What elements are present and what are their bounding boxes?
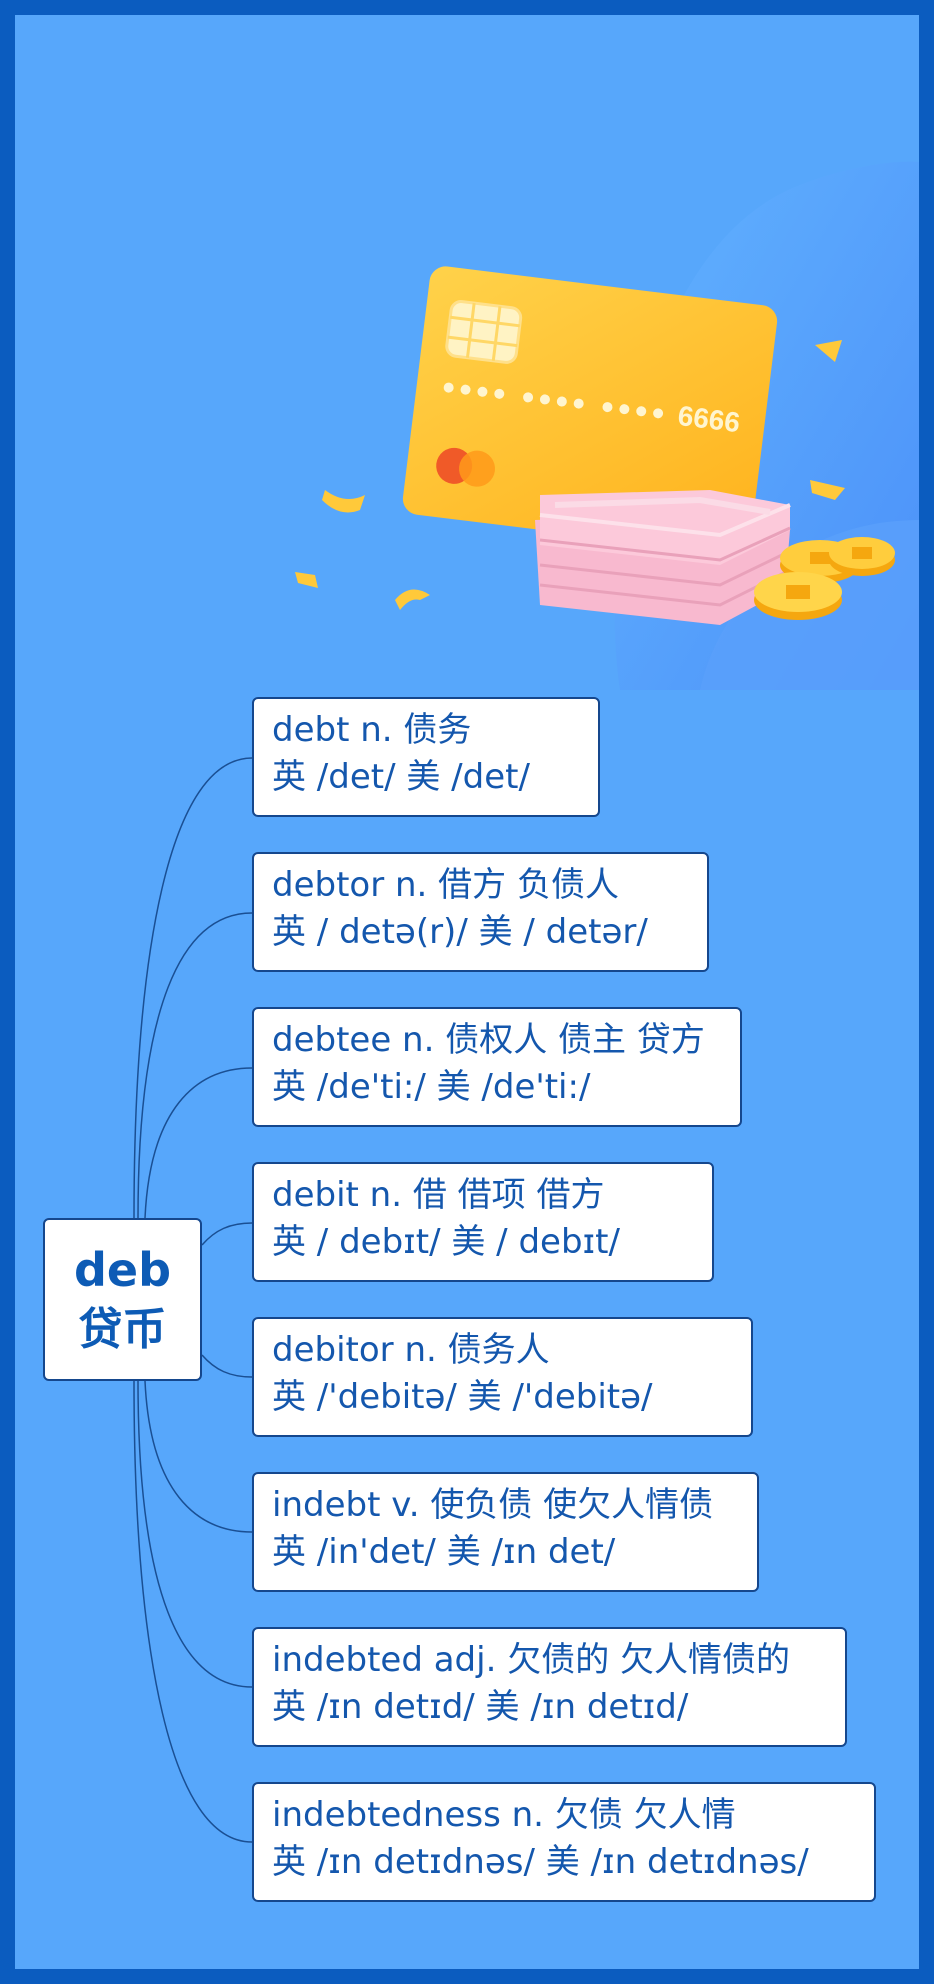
connector-line <box>144 1380 253 1533</box>
card-number-suffix: 6666 <box>676 400 742 438</box>
card-chip-icon <box>445 300 523 364</box>
node-pronunciation: 英 /ɪn detɪdnəs/ 美 /ɪn detɪdnəs/ <box>272 1842 809 1882</box>
word-node-debtee[interactable]: debtee n. 债权人 债主 贷方 英 /de'ti:/ 美 /de'ti:… <box>252 1007 742 1127</box>
word-node-debt[interactable]: debt n. 债务 英 /det/ 美 /det/ <box>252 697 600 817</box>
node-headline: indebt v. 使负债 使欠人情债 <box>272 1485 714 1525</box>
word-node-debtor[interactable]: debtor n. 借方 负债人 英 / detə(r)/ 美 / detər/ <box>252 852 709 972</box>
node-headline: debitor n. 债务人 <box>272 1330 550 1370</box>
hero-illustration: 6666 <box>295 161 919 690</box>
cash-stack-icon <box>535 490 791 625</box>
word-node-indebt[interactable]: indebt v. 使负债 使欠人情债 英 /in'det/ 美 /ɪn det… <box>252 1472 759 1592</box>
node-pronunciation: 英 /de'ti:/ 美 /de'ti:/ <box>272 1067 591 1107</box>
word-node-debitor[interactable]: debitor n. 债务人 英 /'debitə/ 美 /'debitə/ <box>252 1317 753 1437</box>
node-headline: debtee n. 债权人 债主 贷方 <box>272 1020 705 1060</box>
connector-line <box>133 1380 253 1843</box>
connector-line <box>137 912 253 1219</box>
root-meaning: 贷币 <box>78 1303 167 1355</box>
node-pronunciation: 英 /det/ 美 /det/ <box>272 757 530 797</box>
node-pronunciation: 英 /'debitə/ 美 /'debitə/ <box>272 1377 653 1417</box>
node-headline: debt n. 债务 <box>272 710 472 750</box>
word-node-indebtedness[interactable]: indebtedness n. 欠债 欠人情 英 /ɪn detɪdnəs/ 美… <box>252 1782 876 1902</box>
root-node[interactable]: deb 贷币 <box>43 1218 202 1381</box>
node-headline: indebtedness n. 欠债 欠人情 <box>272 1795 736 1835</box>
confetti-decoration <box>295 340 845 610</box>
node-pronunciation: 英 / debɪt/ 美 / debɪt/ <box>272 1222 620 1262</box>
connector-line <box>201 1354 253 1378</box>
root-word: deb <box>73 1242 172 1297</box>
word-node-debit[interactable]: debit n. 借 借项 借方 英 / debɪt/ 美 / debɪt/ <box>252 1162 714 1282</box>
node-pronunciation: 英 / detə(r)/ 美 / detər/ <box>272 912 648 952</box>
node-pronunciation: 英 /in'det/ 美 /ɪn det/ <box>272 1532 616 1572</box>
node-headline: indebted adj. 欠债的 欠人情债的 <box>272 1640 791 1680</box>
connector-line <box>133 757 253 1219</box>
node-headline: debtor n. 借方 负债人 <box>272 865 619 905</box>
connector-line <box>201 1222 253 1246</box>
word-node-indebted[interactable]: indebted adj. 欠债的 欠人情债的 英 /ɪn detɪd/ 美 /… <box>252 1627 847 1747</box>
connector-line <box>137 1380 253 1688</box>
gold-coins-icon <box>754 537 895 620</box>
credit-card-icon: 6666 <box>402 266 778 554</box>
connector-line <box>144 1067 253 1219</box>
node-headline: debit n. 借 借项 借方 <box>272 1175 605 1215</box>
node-pronunciation: 英 /ɪn detɪd/ 美 /ɪn detɪd/ <box>272 1687 689 1727</box>
